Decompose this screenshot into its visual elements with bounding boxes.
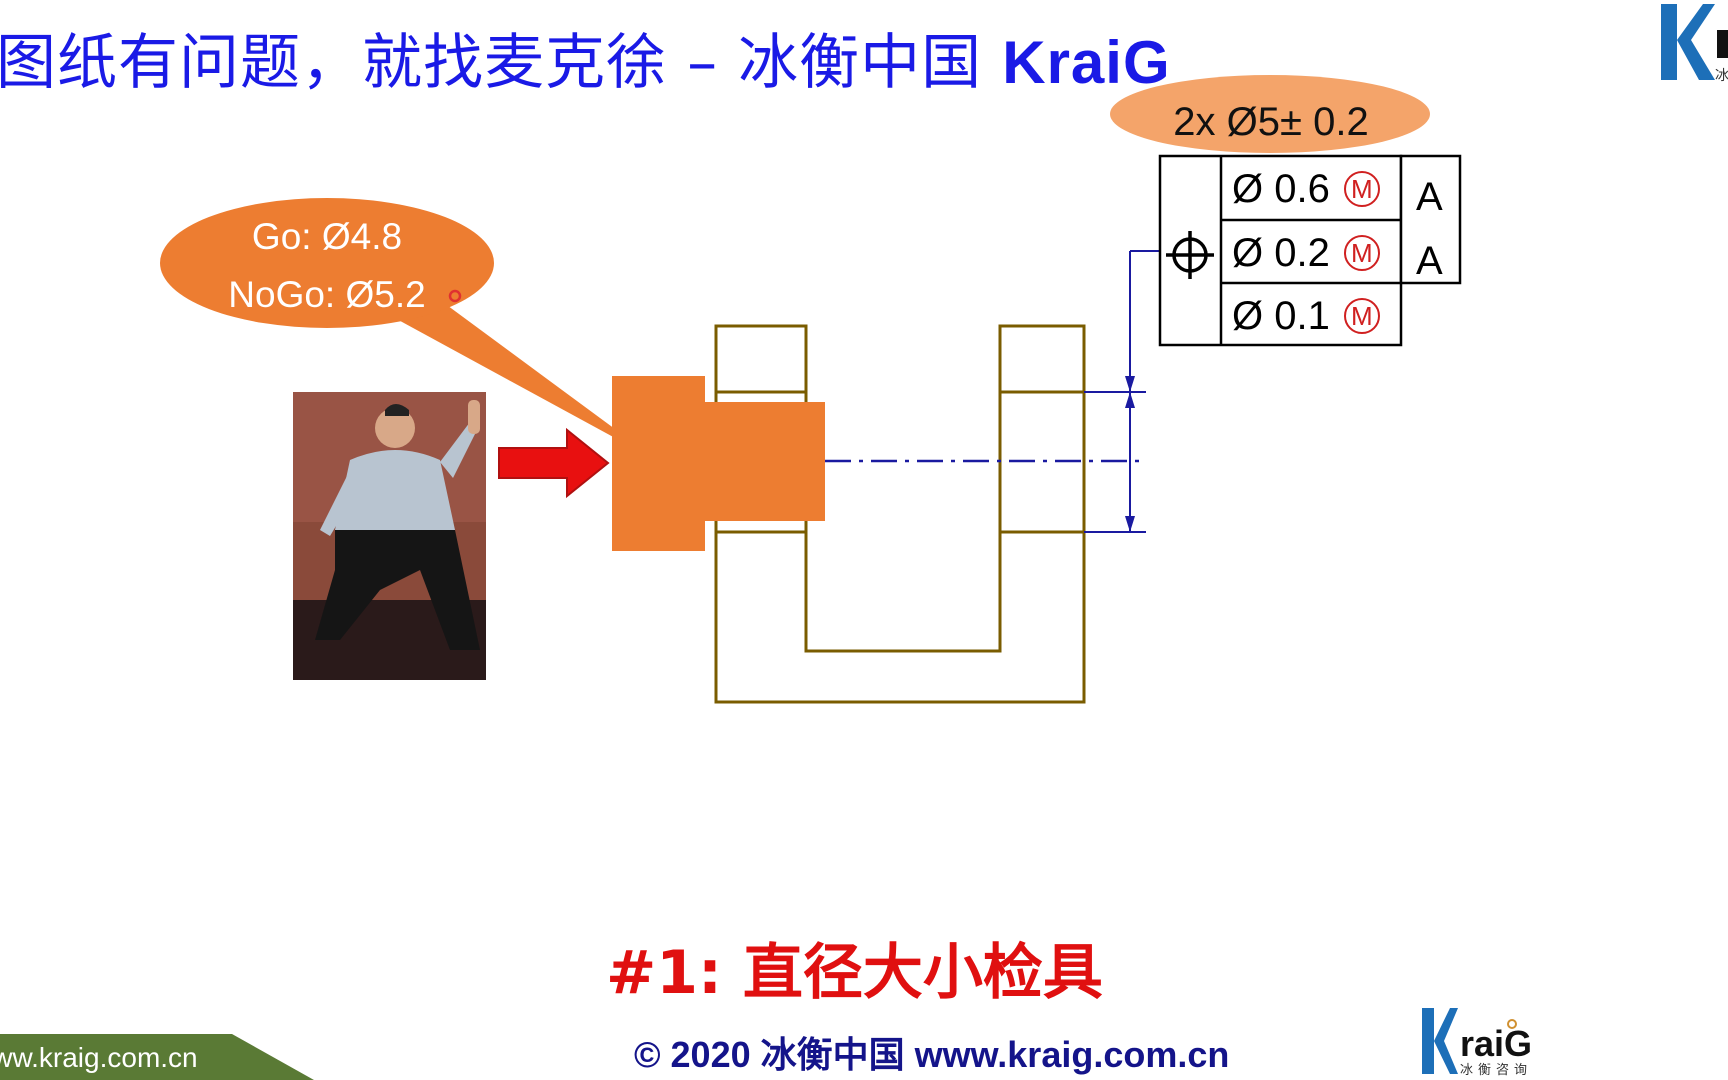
- fcf-tolerance: Ø 0.6: [1232, 166, 1330, 211]
- fcf-row-3: Ø 0.1 M: [1232, 285, 1380, 347]
- logo-brand: raiG: [1460, 1023, 1532, 1064]
- mmc-modifier-icon: M: [1343, 298, 1380, 334]
- nogo-size: NoGo: Ø5.2: [228, 274, 426, 315]
- gauge-bubble-text: Go: Ø4.8 NoGo: Ø5.2: [160, 208, 494, 324]
- fcf-row-1: Ø 0.6 M: [1232, 158, 1380, 220]
- kraig-logo: raiG 冰衡咨询: [1422, 1008, 1532, 1078]
- mmc-modifier-icon: M: [1343, 235, 1380, 271]
- slide-subtitle: #1: 直径大小检具: [606, 938, 1103, 1008]
- logo-tagline: 冰衡咨询: [1460, 1063, 1532, 1078]
- bubble-tail: [380, 300, 661, 463]
- fcf-datum: A: [1416, 238, 1443, 283]
- kraig-logo-corner: 冰: [1661, 4, 1728, 84]
- position-icon: [1166, 231, 1214, 279]
- gauge-pin: [705, 402, 825, 521]
- title-text: 图纸有问题，就找麦克徐 – 冰衡中国: [0, 28, 983, 98]
- mmc-modifier-icon: M: [1343, 171, 1380, 207]
- dimension-leader: [1084, 250, 1162, 533]
- slide-title: 图纸有问题，就找麦克徐 – 冰衡中国 KraiG: [0, 14, 1171, 101]
- title-brand: KraiG: [1002, 29, 1171, 96]
- hole-size-bubble: [1110, 75, 1430, 153]
- person-photo: [293, 392, 486, 680]
- fcf-row-2: Ø 0.2 M: [1232, 222, 1380, 284]
- go-size: Go: Ø4.8: [251, 216, 403, 257]
- gauge-handle: [612, 376, 705, 551]
- hole-size-label: 2x Ø5± 0.2: [1173, 100, 1369, 144]
- footer-url: www.kraig.com.cn: [0, 1042, 198, 1073]
- footer-banner: [0, 1034, 314, 1080]
- red-arrow-icon: [498, 427, 610, 499]
- copyright-text: © 2020 冰衡中国 www.kraig.com.cn: [634, 1034, 1230, 1075]
- fcf-datum: A: [1416, 174, 1443, 219]
- fcf-tolerance: Ø 0.1: [1232, 293, 1330, 338]
- logo-corner-text: 冰: [1715, 68, 1728, 84]
- gauge-bubble: [160, 198, 494, 328]
- laser-pointer-dot: [448, 289, 462, 303]
- fcf-tolerance: Ø 0.2: [1232, 230, 1330, 275]
